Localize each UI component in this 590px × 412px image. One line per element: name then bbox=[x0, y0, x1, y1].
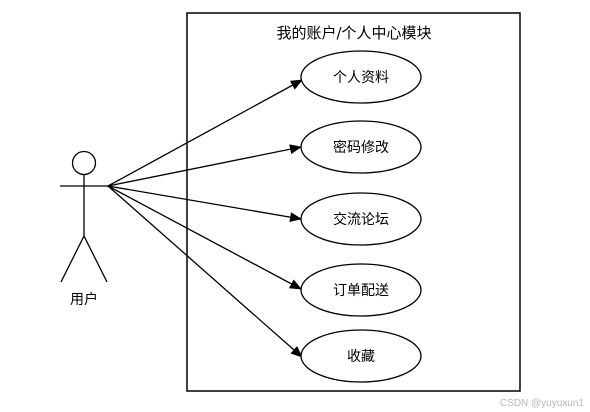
use-case-3: 交流论坛 bbox=[300, 192, 422, 246]
use-case-label: 收藏 bbox=[347, 349, 375, 365]
use-case-ellipse bbox=[300, 192, 422, 246]
association-arrow-5 bbox=[107, 185, 303, 358]
actor-figure bbox=[60, 150, 108, 283]
use-case-label: 密码修改 bbox=[333, 139, 389, 156]
actor-head bbox=[71, 150, 97, 176]
use-case-5: 收藏 bbox=[300, 329, 422, 383]
association-arrow-1 bbox=[107, 79, 303, 187]
use-case-ellipse bbox=[300, 329, 422, 383]
use-case-label: 个人资料 bbox=[333, 70, 389, 86]
use-case-2: 密码修改 bbox=[300, 120, 422, 174]
watermark: CSDN @yuyuxun1 bbox=[499, 398, 584, 409]
use-case-label: 交流论坛 bbox=[333, 211, 389, 228]
system-title: 我的账户/个人中心模块 bbox=[276, 24, 431, 42]
use-case-label: 订单配送 bbox=[333, 283, 389, 299]
use-case-1: 个人资料 bbox=[300, 50, 422, 104]
actor-right-leg bbox=[83, 235, 108, 283]
actor-label: 用户 bbox=[70, 291, 98, 308]
system-boundary bbox=[186, 12, 521, 392]
association-arrow-2 bbox=[107, 144, 302, 187]
use-case-ellipse bbox=[300, 50, 422, 104]
association-arrow-3 bbox=[107, 185, 302, 223]
association-arrow-4 bbox=[107, 185, 302, 290]
actor-left-leg bbox=[60, 235, 85, 283]
use-case-ellipse bbox=[300, 120, 422, 174]
use-case-ellipse bbox=[300, 263, 422, 317]
use-case-4: 订单配送 bbox=[300, 263, 422, 317]
association-lines bbox=[107, 79, 303, 358]
